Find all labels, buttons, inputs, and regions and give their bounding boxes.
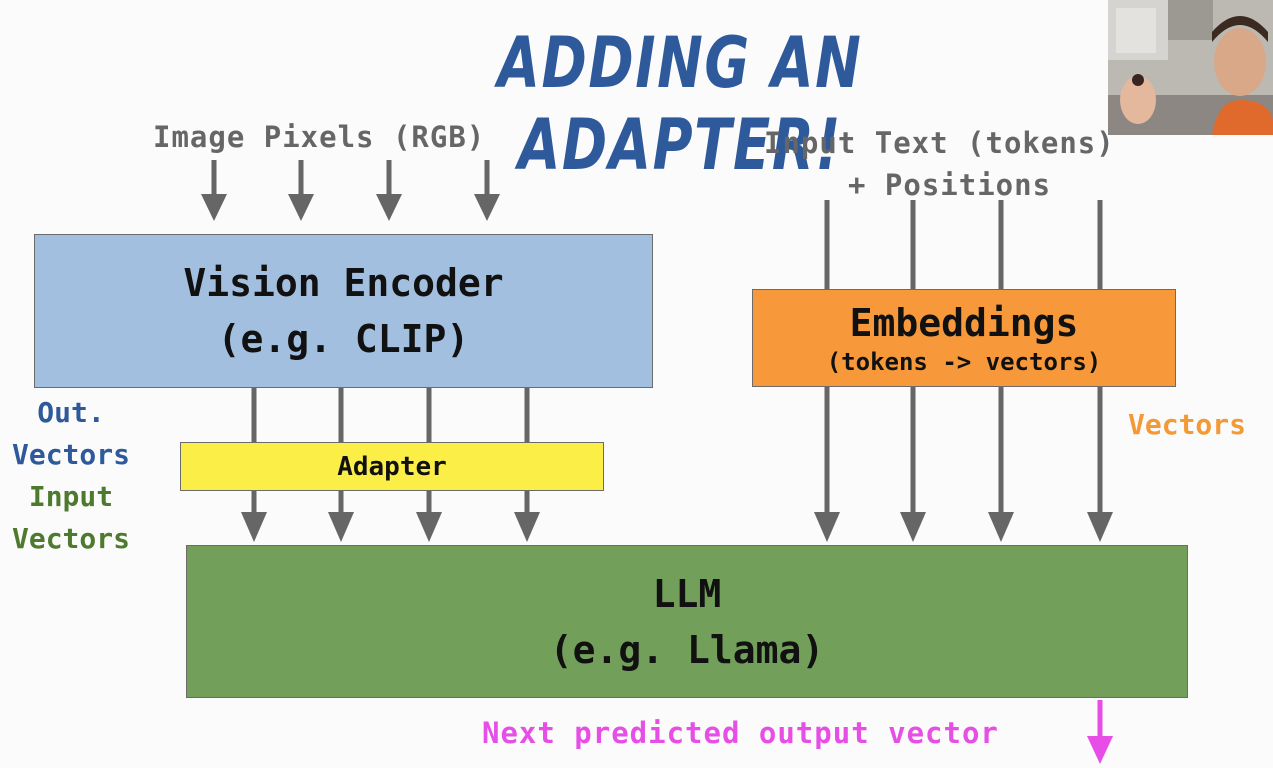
- next-output-label: Next predicted output vector: [482, 716, 999, 750]
- out-vectors-line2: Vectors: [11, 438, 130, 471]
- embedding-arrow: [1087, 387, 1113, 542]
- embedding-arrow: [814, 387, 840, 542]
- image-pixels-label: Image Pixels (RGB): [153, 120, 486, 154]
- llm-box: LLM (e.g. Llama): [186, 545, 1188, 698]
- input-vectors-label: Input Vectors: [0, 476, 142, 560]
- llm-title: LLM: [652, 571, 722, 616]
- embedding-arrow: [988, 387, 1014, 542]
- input-vectors-line1: Input: [28, 480, 114, 513]
- input-vectors-line2: Vectors: [11, 522, 130, 555]
- positions-label: + Positions: [848, 168, 1052, 202]
- adapter-label: Adapter: [337, 451, 447, 482]
- input-text-label: Input Text (tokens): [764, 126, 1115, 160]
- output-arrow: [1087, 700, 1113, 764]
- vision-encoder-subtitle: (e.g. CLIP): [217, 317, 470, 361]
- embeddings-subtitle: (tokens -> vectors): [826, 348, 1102, 376]
- llm-subtitle: (e.g. Llama): [549, 627, 825, 672]
- slide-title: ADDING AN ADAPTER!: [497, 22, 863, 186]
- adapter-arrow: [241, 491, 267, 542]
- pixel-arrow: [201, 160, 227, 221]
- embeddings-title: Embeddings: [849, 301, 1079, 345]
- vision-encoder-box: Vision Encoder (e.g. CLIP): [34, 234, 653, 388]
- pixel-arrow: [474, 160, 500, 221]
- vision-encoder-title: Vision Encoder: [183, 261, 504, 305]
- out-vectors-label: Out. Vectors: [0, 392, 142, 476]
- embedding-arrow: [900, 387, 926, 542]
- pixel-arrow: [376, 160, 402, 221]
- adapter-arrow: [416, 491, 442, 542]
- pixel-arrow: [288, 160, 314, 221]
- embeddings-box: Embeddings (tokens -> vectors): [752, 289, 1176, 387]
- out-vectors-line1: Out.: [37, 396, 105, 429]
- presenter-webcam: [1108, 0, 1273, 135]
- adapter-box: Adapter: [180, 442, 604, 491]
- adapter-arrow: [328, 491, 354, 542]
- adapter-arrow: [514, 491, 540, 542]
- vectors-label: Vectors: [1128, 408, 1247, 441]
